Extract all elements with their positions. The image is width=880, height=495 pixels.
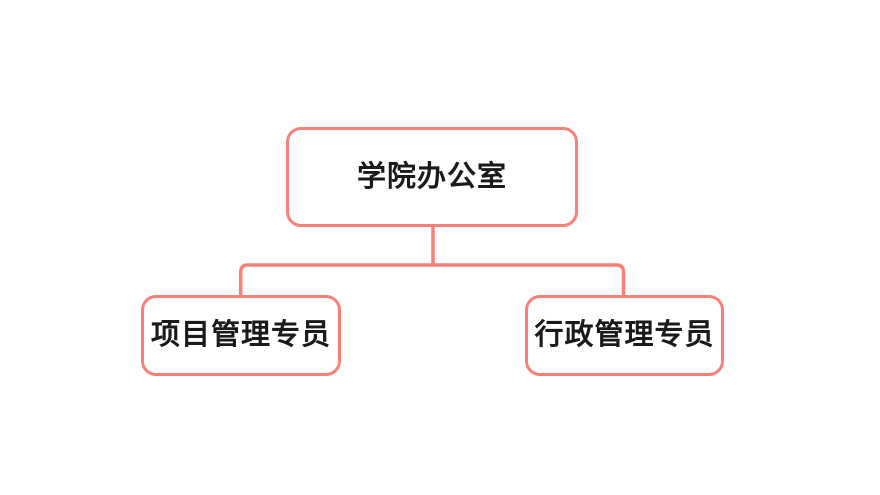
org-node-child-project[interactable]: 项目管理专员 — [141, 295, 341, 376]
org-node-label: 行政管理专员 — [534, 319, 715, 351]
org-node-label: 学院办公室 — [356, 160, 507, 193]
org-node-root[interactable]: 学院办公室 — [286, 127, 578, 227]
org-node-label: 项目管理专员 — [150, 319, 331, 351]
connector-rail — [238, 263, 626, 295]
org-node-child-admin[interactable]: 行政管理专员 — [525, 295, 724, 376]
